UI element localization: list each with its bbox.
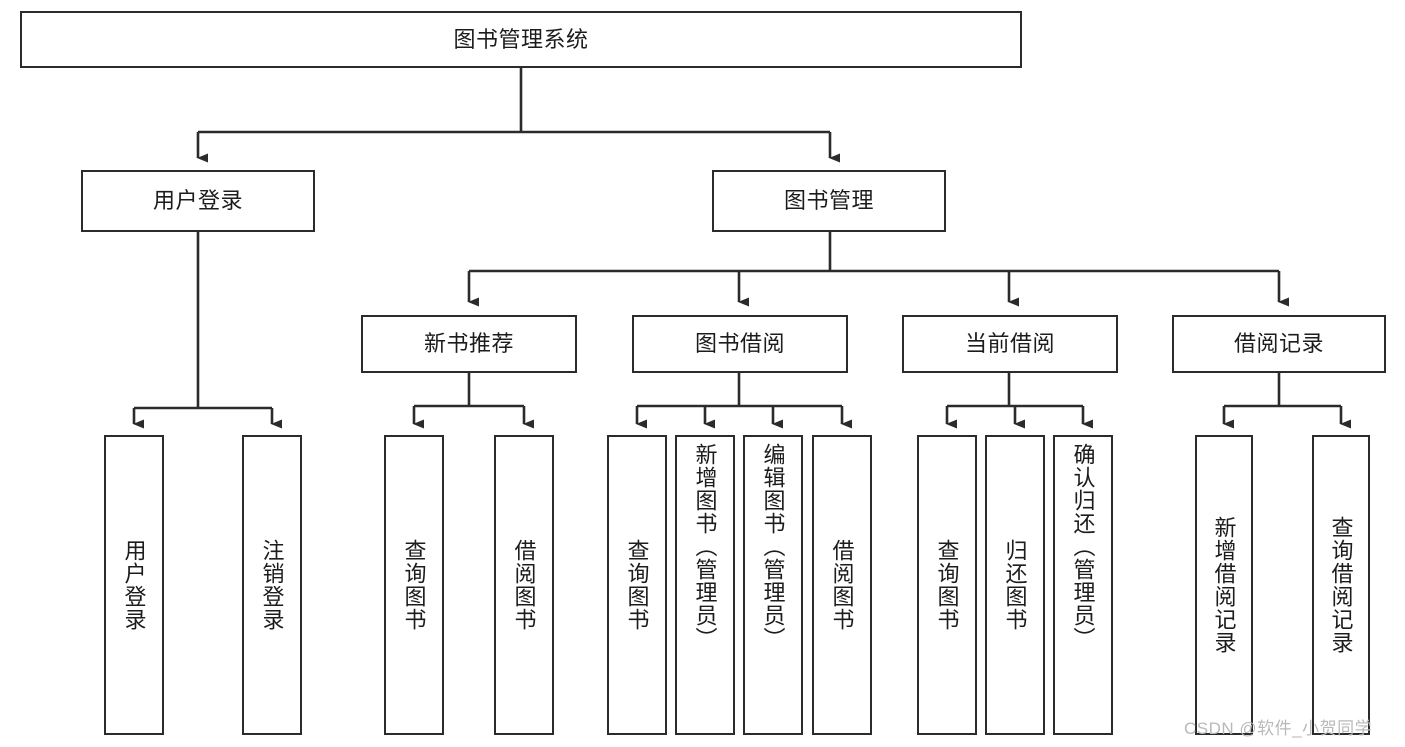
node-label-book-borrow: 图书借阅 <box>694 331 785 357</box>
node-book-management[interactable]: 图书管理 <box>712 170 946 232</box>
node-leaf-return-book[interactable]: 归还图书 <box>985 435 1045 735</box>
node-leaf-add-borrow-record[interactable]: 新增借阅记录 <box>1195 435 1253 735</box>
node-label-leaf-edit-book: 编辑图书（管理员） <box>760 443 786 650</box>
node-label-current-borrow: 当前借阅 <box>964 331 1055 357</box>
node-label-leaf-query-borrow-record: 查询借阅记录 <box>1328 516 1354 654</box>
node-label-leaf-logout: 注销登录 <box>259 539 285 631</box>
node-leaf-add-book[interactable]: 新增图书（管理员） <box>675 435 735 735</box>
node-leaf-borrow-book[interactable]: 借阅图书 <box>812 435 872 735</box>
node-leaf-query-book-borrow[interactable]: 查询图书 <box>607 435 667 735</box>
node-label-user-login: 用户登录 <box>152 188 243 214</box>
node-root-system[interactable]: 图书管理系统 <box>20 11 1022 68</box>
node-label-book-management: 图书管理 <box>783 188 874 214</box>
node-current-borrow[interactable]: 当前借阅 <box>902 315 1118 373</box>
node-leaf-query-borrow-record[interactable]: 查询借阅记录 <box>1312 435 1370 735</box>
node-book-borrow[interactable]: 图书借阅 <box>632 315 848 373</box>
node-label-leaf-return-book: 归还图书 <box>1002 539 1028 631</box>
watermark-text: CSDN @软件_小贺同学 <box>1184 719 1373 738</box>
node-leaf-query-book-current[interactable]: 查询图书 <box>917 435 977 735</box>
node-user-login[interactable]: 用户登录 <box>81 170 315 232</box>
node-new-book-recommend[interactable]: 新书推荐 <box>361 315 577 373</box>
node-label-leaf-borrow-book-recommend: 借阅图书 <box>511 539 537 631</box>
node-label-leaf-borrow-book: 借阅图书 <box>829 539 855 631</box>
node-label-root: 图书管理系统 <box>453 26 589 52</box>
node-label-leaf-query-book-current: 查询图书 <box>934 539 960 631</box>
node-leaf-query-book-recommend[interactable]: 查询图书 <box>384 435 444 735</box>
node-leaf-edit-book[interactable]: 编辑图书（管理员） <box>743 435 803 735</box>
node-leaf-user-login[interactable]: 用户登录 <box>104 435 164 735</box>
node-leaf-borrow-book-recommend[interactable]: 借阅图书 <box>494 435 554 735</box>
node-label-borrow-record: 借阅记录 <box>1233 331 1324 357</box>
node-leaf-confirm-return[interactable]: 确认归还（管理员） <box>1053 435 1113 735</box>
node-label-leaf-add-book: 新增图书（管理员） <box>692 443 718 650</box>
node-label-leaf-user-login: 用户登录 <box>121 539 147 631</box>
node-label-new-book-recommend: 新书推荐 <box>423 331 514 357</box>
node-borrow-record[interactable]: 借阅记录 <box>1172 315 1386 373</box>
node-label-leaf-query-book-borrow: 查询图书 <box>624 539 650 631</box>
node-label-leaf-add-borrow-record: 新增借阅记录 <box>1211 516 1237 654</box>
node-leaf-logout[interactable]: 注销登录 <box>242 435 302 735</box>
node-label-leaf-confirm-return: 确认归还（管理员） <box>1070 443 1096 650</box>
node-label-leaf-query-book-recommend: 查询图书 <box>401 539 427 631</box>
